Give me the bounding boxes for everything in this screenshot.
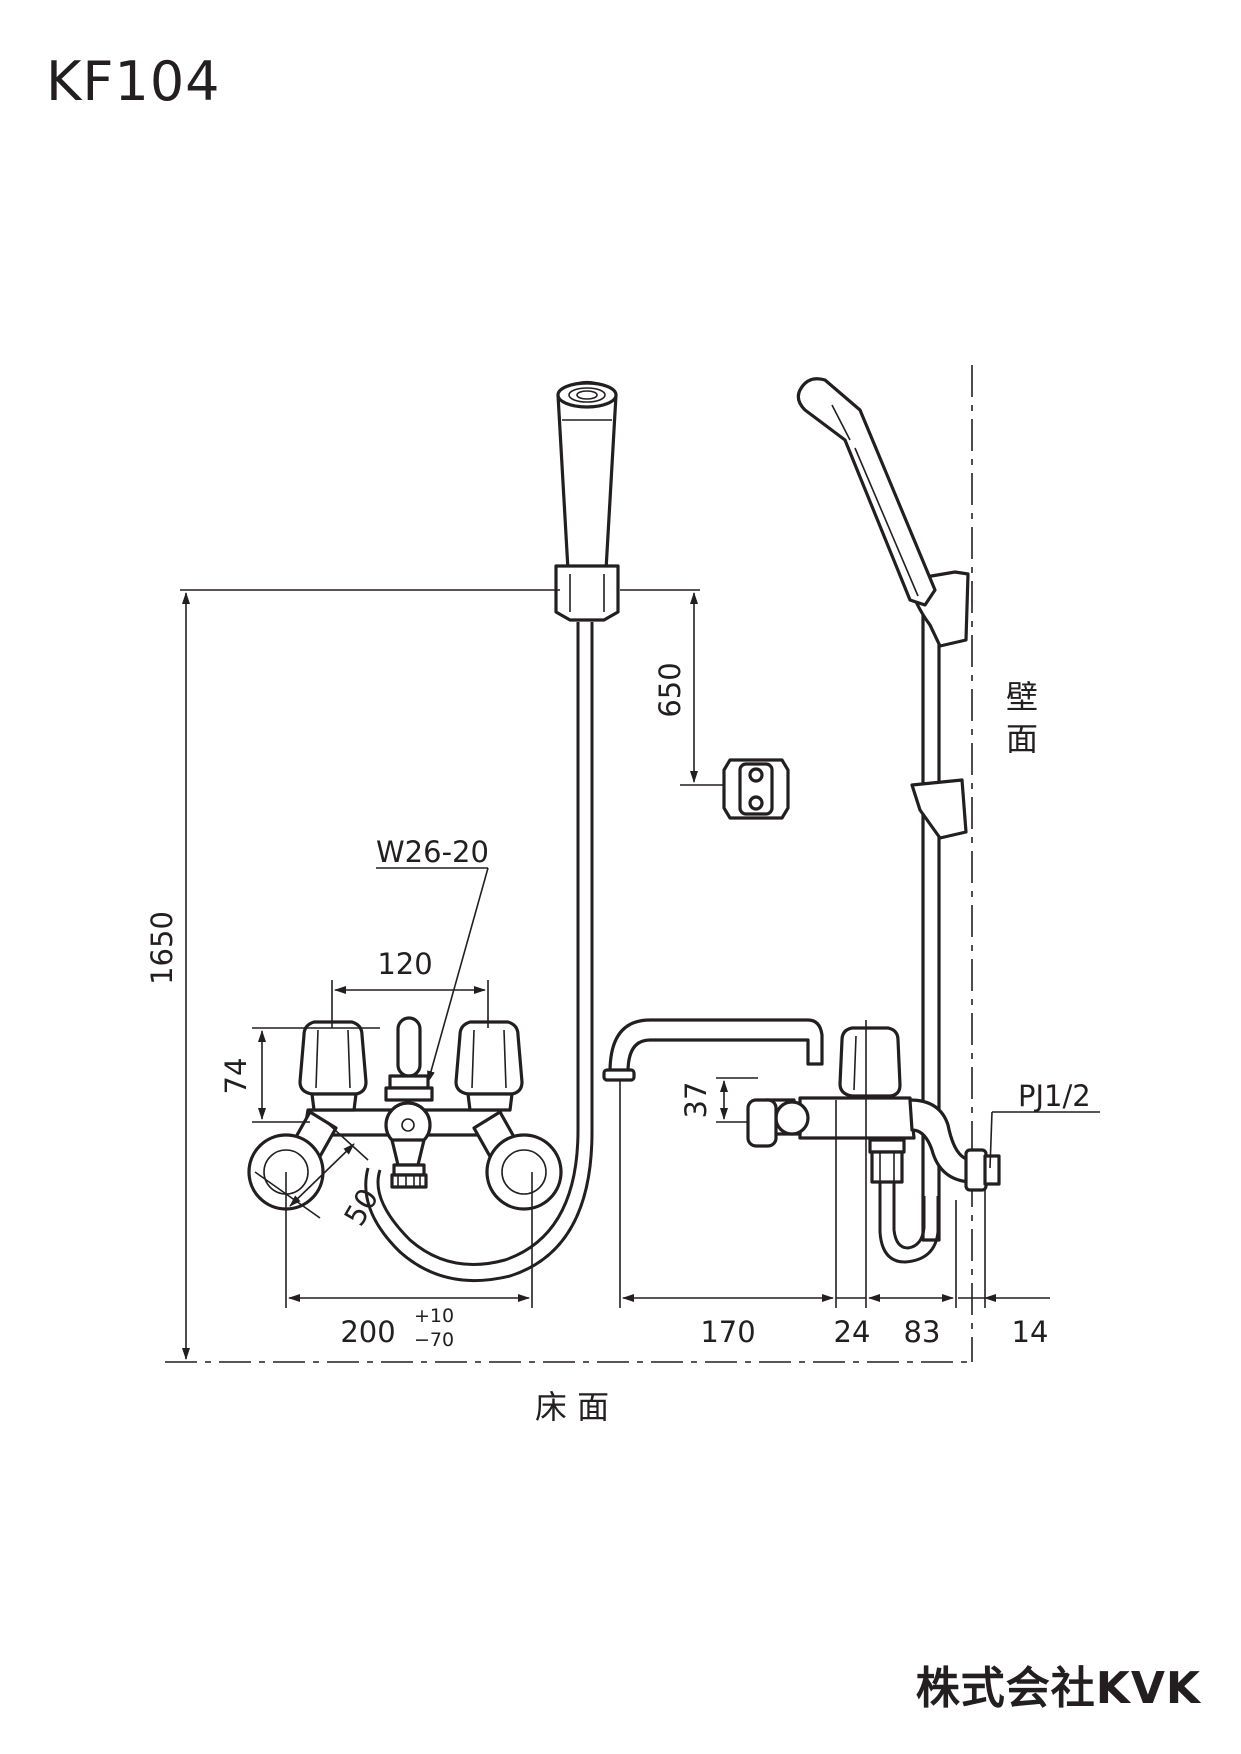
- dim-200-label: 200: [340, 1315, 395, 1349]
- wall-holder: [722, 758, 790, 820]
- dim-83-label: 83: [904, 1315, 941, 1349]
- dim-24-label: 24: [834, 1315, 871, 1349]
- dim-120-label: 120: [377, 947, 432, 981]
- model-title: KF104: [46, 50, 221, 113]
- shower-holder-top: [554, 564, 620, 622]
- wall-label-2: 面: [1006, 720, 1038, 758]
- side-view: [602, 377, 1001, 1264]
- front-view: [247, 381, 620, 1282]
- dim-74-label: 74: [219, 1058, 253, 1095]
- shower-head-front: [556, 381, 618, 580]
- shower-head-side: [796, 377, 937, 607]
- dim-650-label: 650: [653, 662, 687, 717]
- shower-hose: [376, 622, 580, 1266]
- floor-label: 床 面: [535, 1388, 609, 1426]
- spout: [608, 1018, 824, 1074]
- thread-label: PJ1/2: [1018, 1079, 1091, 1113]
- dim-170-label: 170: [700, 1315, 755, 1349]
- connector-label: W26-20: [376, 835, 489, 869]
- tolerance-plus: +10: [414, 1305, 454, 1327]
- brand-logo: 株式会社KVK: [915, 1663, 1201, 1714]
- dim-1650-label: 1650: [145, 911, 179, 985]
- dim-14-label: 14: [1012, 1315, 1049, 1349]
- wall-label-1: 壁: [1006, 678, 1038, 716]
- faucet-body-front: [247, 1016, 563, 1211]
- tolerance-minus: −70: [414, 1329, 454, 1351]
- dim-37-label: 37: [679, 1082, 713, 1119]
